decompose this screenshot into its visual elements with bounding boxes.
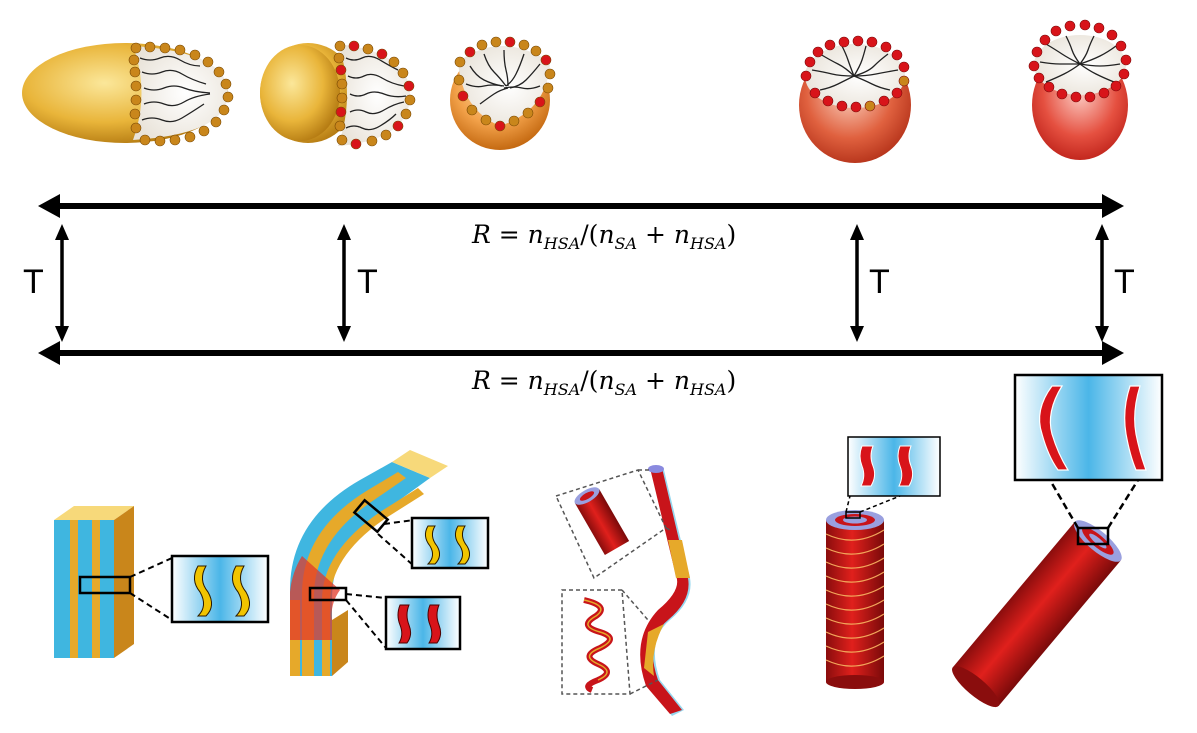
helical-tube bbox=[825, 436, 941, 689]
prolate-micelle-gold bbox=[22, 41, 234, 147]
oblate-micelle-red bbox=[799, 35, 911, 163]
t-arrow-4 bbox=[1095, 224, 1109, 342]
oblate-micelle-deep-red bbox=[1028, 19, 1132, 160]
t-label-2: T bbox=[357, 263, 378, 301]
lamellar-phase bbox=[54, 506, 270, 658]
formula-top: R = nHSA/(nSA + nHSA) bbox=[472, 220, 737, 253]
t-arrow-3 bbox=[850, 224, 864, 342]
bottom-r-arrow bbox=[38, 341, 1124, 365]
t-arrow-2 bbox=[337, 224, 351, 342]
t-label-3: T bbox=[869, 263, 890, 301]
formula-bottom: R = nHSA/(nSA + nHSA) bbox=[472, 366, 737, 399]
bent-lamellar-phase bbox=[290, 450, 490, 676]
straight-tube bbox=[952, 373, 1164, 708]
t-arrow-1 bbox=[55, 224, 69, 342]
top-r-arrow bbox=[38, 194, 1124, 218]
spherical-micelle bbox=[450, 36, 556, 150]
twisted-ribbon bbox=[554, 465, 691, 716]
prolate-micelle-mixed bbox=[260, 40, 416, 150]
t-label-4: T bbox=[1114, 263, 1135, 301]
t-label-1: T bbox=[23, 263, 44, 301]
